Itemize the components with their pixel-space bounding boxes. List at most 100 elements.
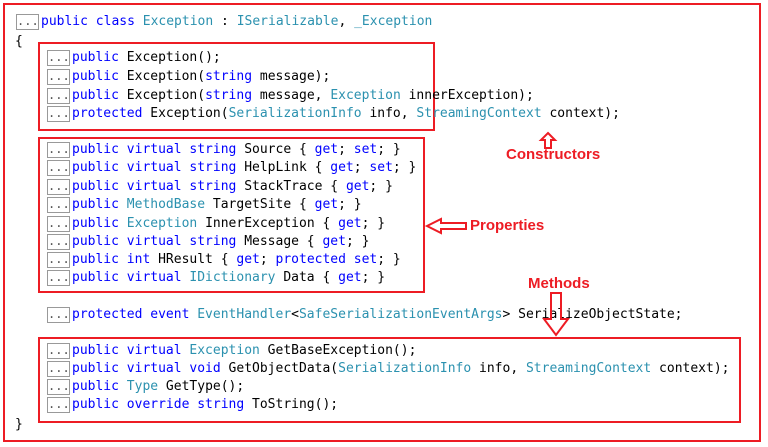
type-token: SafeSerializationEventArgs: [298, 307, 503, 322]
method-line: ...public virtual Exception GetBaseExcep…: [47, 342, 416, 360]
class-outline-box: [3, 3, 761, 442]
constructors-label: Constructors: [506, 146, 601, 163]
code-text: ; }: [377, 142, 401, 157]
code-text: context);: [541, 106, 620, 121]
method-line: ...public override string ToString();: [47, 396, 338, 414]
code-text: ;: [353, 160, 370, 175]
constructor-line: ...public Exception(string message);: [47, 68, 330, 86]
type-token: ISerializable: [236, 14, 339, 29]
collapse-ellipsis-button[interactable]: ...: [47, 160, 70, 176]
type-token: EventHandler: [197, 307, 292, 322]
keyword-token: get: [314, 197, 339, 212]
collapse-ellipsis-button[interactable]: ...: [16, 14, 39, 30]
code-text: ; }: [392, 160, 417, 175]
code-text: GetObjectData(: [228, 361, 339, 376]
collapse-ellipsis-button[interactable]: ...: [47, 197, 70, 213]
opening-brace: {: [15, 34, 23, 49]
keyword-token: public virtual string: [72, 160, 245, 175]
keyword-token: public virtual: [72, 343, 190, 358]
property-line: ...public virtual string HelpLink { get;…: [47, 159, 416, 177]
constructor-line: ...public Exception(string message, Exce…: [47, 87, 534, 105]
collapse-ellipsis-button[interactable]: ...: [47, 50, 70, 66]
code-text: ; }: [361, 270, 386, 285]
type-token: Exception: [126, 216, 198, 231]
code-text: Exception(: [126, 69, 206, 84]
keyword-token: protected event: [72, 307, 198, 322]
methods-label: Methods: [528, 275, 590, 292]
type-token: StreamingContext: [525, 361, 652, 376]
type-token: Exception: [330, 88, 401, 103]
property-line: ...public MethodBase TargetSite { get; }: [47, 196, 362, 214]
keyword-token: string: [205, 69, 253, 84]
code-text: ; }: [338, 197, 362, 212]
code-text: Message {: [244, 234, 323, 249]
type-token: Exception: [142, 14, 214, 29]
code-text: InnerException {: [197, 216, 339, 231]
constructor-line: ...protected Exception(SerializationInfo…: [47, 105, 620, 123]
collapse-ellipsis-button[interactable]: ...: [47, 307, 70, 323]
code-text: Source {: [244, 142, 315, 157]
code-text: HelpLink {: [244, 160, 331, 175]
code-text: StackTrace {: [244, 179, 346, 194]
code-text: ; }: [345, 234, 370, 249]
collapse-ellipsis-button[interactable]: ...: [47, 343, 70, 359]
collapse-ellipsis-button[interactable]: ...: [47, 106, 70, 122]
collapse-ellipsis-button[interactable]: ...: [47, 252, 70, 268]
keyword-token: set: [353, 142, 378, 157]
collapse-ellipsis-button[interactable]: ...: [47, 88, 70, 104]
code-text: ; }: [377, 252, 401, 267]
code-text: message);: [252, 69, 331, 84]
keyword-token: public class: [41, 14, 143, 29]
keyword-token: public int: [72, 252, 159, 267]
keyword-token: public override string: [72, 397, 253, 412]
collapse-ellipsis-button[interactable]: ...: [47, 361, 70, 377]
property-line: ...public Exception InnerException { get…: [47, 215, 385, 233]
type-token: SerializationInfo: [338, 361, 472, 376]
keyword-token: get: [345, 179, 370, 194]
keyword-token: public virtual string: [72, 234, 245, 249]
down-arrow-icon: [542, 292, 570, 337]
collapse-ellipsis-button[interactable]: ...: [47, 397, 70, 413]
code-text: innerException);: [400, 88, 534, 103]
code-text: Exception();: [126, 50, 221, 65]
code-text: GetBaseException();: [259, 343, 417, 358]
keyword-token: public: [72, 50, 127, 65]
property-line: ...public virtual string Message { get; …: [47, 233, 369, 251]
type-token: StreamingContext: [416, 106, 542, 121]
properties-box: [38, 137, 425, 293]
properties-label: Properties: [470, 217, 545, 234]
collapse-ellipsis-button[interactable]: ...: [47, 69, 70, 85]
keyword-token: get: [338, 216, 362, 231]
keyword-token: public virtual string: [72, 142, 245, 157]
keyword-token: public: [72, 216, 127, 231]
collapse-ellipsis-button[interactable]: ...: [47, 216, 70, 232]
keyword-token: protected set: [275, 252, 378, 267]
keyword-token: get: [322, 234, 346, 249]
code-text: ;: [338, 142, 354, 157]
up-arrow-icon: [538, 131, 558, 149]
code-text: ;: [259, 252, 276, 267]
collapse-ellipsis-button[interactable]: ...: [47, 270, 70, 286]
property-line: ...public virtual string StackTrace { ge…: [47, 178, 393, 196]
keyword-token: public: [72, 197, 127, 212]
type-token: IDictionary: [189, 270, 276, 285]
keyword-token: public virtual void: [72, 361, 229, 376]
code-text: ,: [338, 14, 355, 29]
type-token: MethodBase: [126, 197, 206, 212]
code-text: ToString();: [252, 397, 339, 412]
keyword-token: public virtual string: [72, 179, 245, 194]
methods-box: [38, 337, 741, 423]
code-text: info,: [471, 361, 526, 376]
collapse-ellipsis-button[interactable]: ...: [47, 379, 70, 395]
closing-brace: }: [15, 417, 23, 432]
code-text: GetType();: [158, 379, 245, 394]
collapse-ellipsis-button[interactable]: ...: [47, 142, 70, 158]
code-text: > SerializeObjectState;: [502, 307, 683, 322]
code-text: context);: [651, 361, 730, 376]
collapse-ellipsis-button[interactable]: ...: [47, 179, 70, 195]
keyword-token: public: [72, 88, 127, 103]
type-token: Exception: [189, 343, 260, 358]
collapse-ellipsis-button[interactable]: ...: [47, 234, 70, 250]
property-line: ...public virtual IDictionary Data { get…: [47, 269, 385, 287]
type-token: Type: [126, 379, 159, 394]
